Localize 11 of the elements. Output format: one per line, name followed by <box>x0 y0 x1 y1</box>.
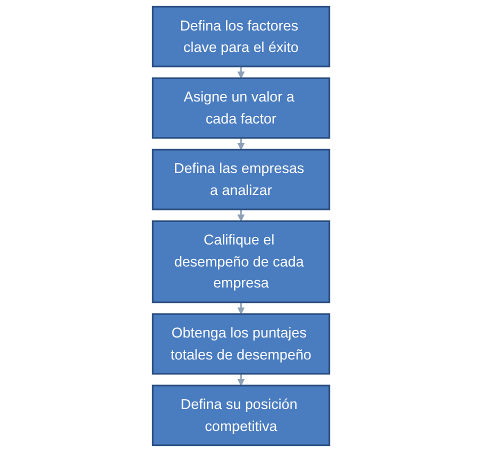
node-box: Defina su posición competitiva <box>152 384 331 446</box>
node-box: Obtenga los puntajes totales de desempeño <box>152 313 331 375</box>
arrow <box>238 302 246 314</box>
node-box: Defina las empresas a analizar <box>152 148 331 210</box>
node-box: Defina los factores clave para el éxito <box>152 6 331 68</box>
arrow <box>238 138 246 150</box>
node-box: Asigne un valor a cada factor <box>152 77 331 139</box>
node-box: Califique el desempeño de cada empresa <box>152 220 331 304</box>
arrow <box>238 66 246 79</box>
arrow <box>238 374 246 386</box>
arrow <box>238 209 246 222</box>
